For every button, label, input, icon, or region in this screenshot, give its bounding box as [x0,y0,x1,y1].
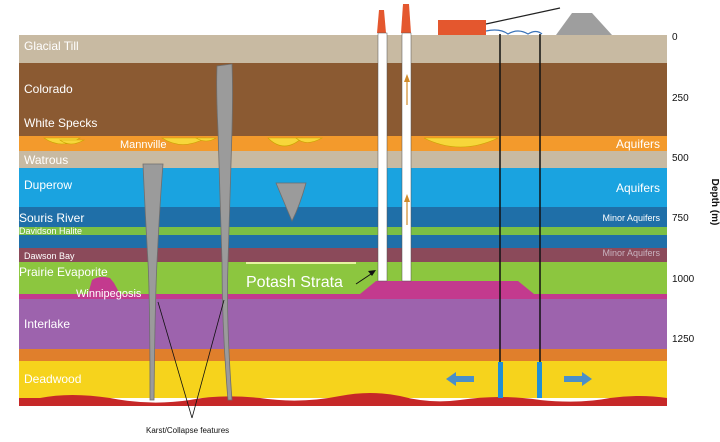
label-white-specks: White Specks [24,116,97,130]
mine-shafts [377,32,412,282]
layer-orange-band [19,349,667,361]
layer-mannville [19,136,667,151]
layer-interlake [19,299,667,349]
layer-dawson-bay [19,248,667,262]
caption-pointer [191,299,225,419]
karst-collapse-1 [142,163,164,401]
mine-shaft-1 [377,32,388,282]
karst-collapse-3 [275,182,307,222]
layer-duperow [19,168,667,207]
label-prairie-evaporite: Prairie Evaporite [19,265,108,279]
depth-tick: 0 [672,32,678,43]
layer-souris-river [19,207,667,227]
label-aquifers-duperow: Aquifers [616,181,660,195]
label-colorado: Colorado [24,82,73,96]
winnipegosis-reef [88,276,120,294]
label-minor-aquifers-dawson: Minor Aquifers [602,248,660,258]
label-winnipegosis: Winnipegosis [76,288,142,300]
potash-mining-zone [360,281,534,294]
label-duperow: Duperow [24,178,72,192]
label-interlake: Interlake [24,317,70,331]
depth-tick: 250 [672,93,689,104]
depth-tick: 500 [672,153,689,164]
potash-pointer-head [368,270,376,276]
label-watrous: Watrous [24,153,68,167]
mine-shaft-2 [401,32,412,282]
tailings-pile-icon [556,13,612,35]
karst-features [142,63,307,401]
label-deadwood: Deadwood [24,372,81,386]
label-aquifers-mannville: Aquifers [616,137,660,151]
pipeline [485,29,543,35]
depth-tick: 1250 [672,334,695,345]
layer-glacial-till [19,35,667,63]
mannville-sand-lenses [43,137,499,148]
well-screen-2 [537,362,542,398]
potash-strata-line [246,262,356,264]
aquifer-labels: Aquifers Aquifers Minor Aquifers Minor A… [602,137,660,258]
label-mannville: Mannville [120,139,166,151]
label-davidson-halite: Davidson Halite [19,226,82,236]
layer-potash-band [19,294,667,299]
karst-caption-group: Karst/Collapse features [146,299,229,435]
plant-building-icon [438,20,486,35]
layer-precambrian [19,393,667,406]
layer-souris-lower [19,235,667,248]
label-potash-strata: Potash Strata [246,274,343,291]
layer-labels: Glacial Till Colorado White Specks Mannv… [19,39,166,386]
karst-collapse-2 [216,63,233,401]
conveyor-line [485,7,561,25]
smokestack-icon [377,10,386,33]
surface-facilities [377,4,612,35]
layer-deadwood [19,361,667,398]
up-arrow-head [404,74,410,82]
flow-arrow-left-icon [446,372,474,386]
caption-pointer [157,301,193,419]
layer-watrous [19,151,667,168]
smokestack-icon [401,4,411,33]
depth-axis: 0 250 500 750 1000 1250 Depth (m) [672,32,720,345]
depth-axis-title: Depth (m) [709,179,720,226]
well-screen-1 [498,362,503,398]
layer-prairie-evaporite [19,262,667,294]
up-arrow-head [404,194,410,202]
label-souris-river: Souris River [19,211,84,225]
label-dawson-bay: Dawson Bay [24,251,75,261]
karst-caption: Karst/Collapse features [146,426,229,435]
flow-arrow-right-icon [564,372,592,386]
injection-wells [446,34,592,398]
strata [19,35,667,406]
layer-colorado [19,63,667,136]
layer-davidson-halite [19,227,667,235]
depth-tick: 750 [672,213,689,224]
label-glacial-till: Glacial Till [24,39,79,53]
depth-tick: 1000 [672,274,695,285]
label-minor-aquifers-souris: Minor Aquifers [602,213,660,223]
